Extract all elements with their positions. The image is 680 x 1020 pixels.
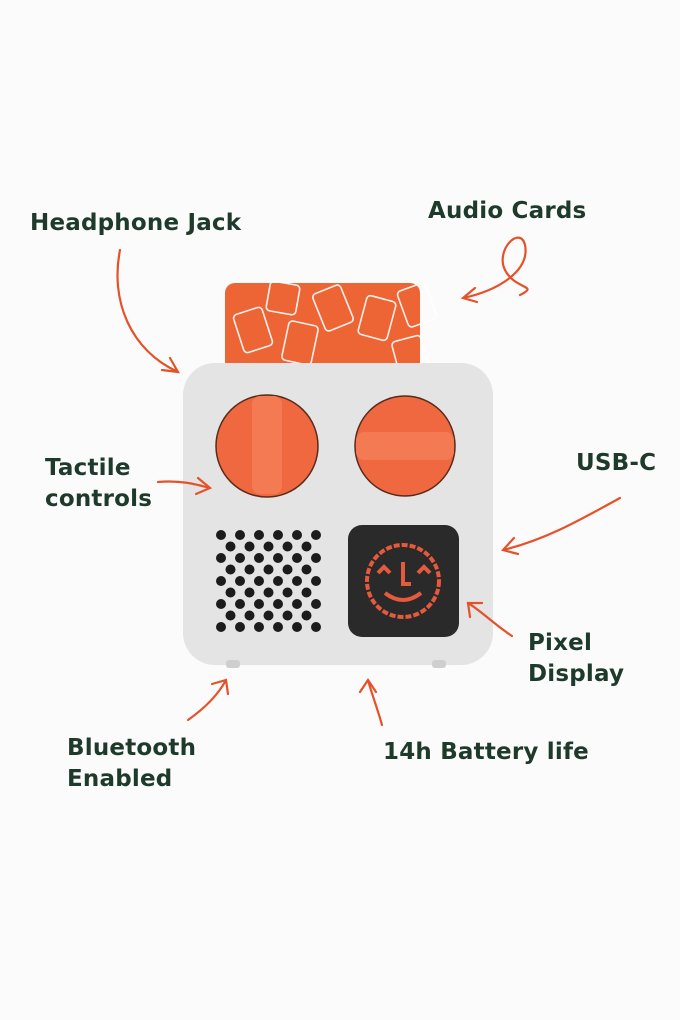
label-battery-life: 14h Battery life <box>383 739 589 765</box>
label-line: controls <box>45 486 153 512</box>
label-usb-c: USB-C <box>576 450 657 476</box>
arrow-tactile <box>156 476 213 496</box>
label-tactile-controls: Tactile controls <box>45 453 152 515</box>
label-line: Bluetooth <box>67 735 197 761</box>
label-line: Display <box>528 661 625 687</box>
speaker-hole <box>273 576 283 586</box>
arrow-pixel <box>466 601 514 638</box>
speaker-hole <box>254 576 264 586</box>
speaker-hole <box>301 564 312 575</box>
speaker-hole <box>292 599 302 609</box>
speaker-hole <box>216 553 226 563</box>
speaker-hole <box>273 530 283 540</box>
label-line: Pixel <box>528 630 593 656</box>
speaker-hole <box>273 622 283 632</box>
speaker-grille <box>216 530 321 632</box>
right-knob <box>354 395 456 497</box>
speaker-hole <box>292 576 302 586</box>
speaker-hole <box>225 541 236 552</box>
speaker-hole <box>311 622 321 632</box>
speaker-hole <box>282 541 293 552</box>
speaker-hole <box>254 553 264 563</box>
speaker-hole <box>311 599 321 609</box>
speaker-hole <box>263 541 274 552</box>
speaker-hole <box>282 587 293 598</box>
speaker-hole <box>311 530 321 540</box>
left-knob <box>215 394 319 498</box>
speaker-hole <box>301 610 312 621</box>
speaker-hole <box>244 541 255 552</box>
speaker-hole <box>254 530 264 540</box>
arrow-battery <box>358 678 384 727</box>
speaker-hole <box>292 622 302 632</box>
speaker-hole <box>273 553 283 563</box>
speaker-hole <box>244 564 255 575</box>
speaker-hole <box>235 576 245 586</box>
speaker-hole <box>263 587 274 598</box>
speaker-hole <box>235 599 245 609</box>
speaker-hole <box>301 541 312 552</box>
speaker-hole <box>292 530 302 540</box>
label-bluetooth-enabled: Bluetooth Enabled <box>67 733 196 795</box>
speaker-hole <box>282 610 293 621</box>
speaker-hole <box>235 622 245 632</box>
label-line: Enabled <box>67 766 173 792</box>
label-line: Tactile <box>45 455 131 481</box>
speaker-hole <box>311 576 321 586</box>
speaker-hole <box>216 599 226 609</box>
arrow-usb <box>500 496 622 556</box>
annotation-arrows <box>116 236 622 727</box>
speaker-hole <box>282 564 293 575</box>
speaker-hole <box>216 622 226 632</box>
label-headphone-jack: Headphone Jack <box>30 210 242 236</box>
speaker-hole <box>225 587 236 598</box>
speaker-hole <box>254 599 264 609</box>
speaker-hole <box>225 610 236 621</box>
speaker-hole <box>225 564 236 575</box>
speaker-hole <box>235 553 245 563</box>
speaker-hole <box>254 622 264 632</box>
speaker-hole <box>301 587 312 598</box>
audio-card <box>225 280 438 383</box>
speaker-hole <box>311 553 321 563</box>
speaker-hole <box>216 530 226 540</box>
speaker-hole <box>244 610 255 621</box>
speaker-hole <box>244 587 255 598</box>
speaker-hole <box>273 599 283 609</box>
speaker-hole <box>235 530 245 540</box>
speaker-hole <box>263 610 274 621</box>
pixel-display <box>348 525 459 637</box>
label-pixel-display: Pixel Display <box>528 628 624 690</box>
label-audio-cards: Audio Cards <box>428 198 587 224</box>
arrow-bluetooth <box>186 678 230 722</box>
speaker-hole <box>292 553 302 563</box>
speaker-hole <box>216 576 226 586</box>
arrow-audio-cards <box>460 236 529 304</box>
speaker-hole <box>263 564 274 575</box>
arrow-headphone <box>116 248 181 374</box>
